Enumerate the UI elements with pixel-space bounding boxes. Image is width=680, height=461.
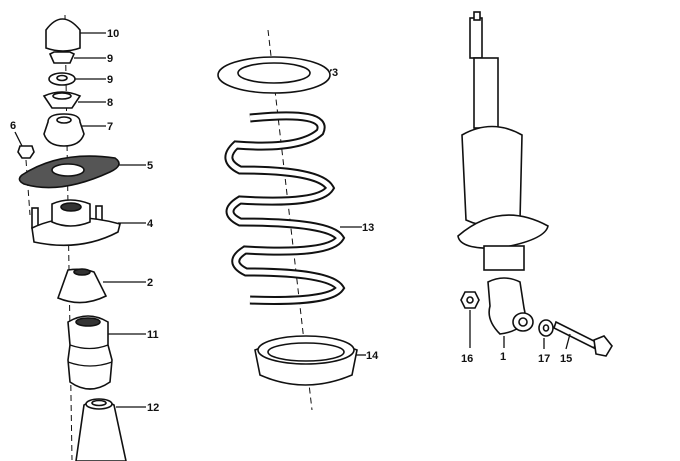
label-7: 7 (107, 121, 113, 133)
left-stack: 10 9 9 8 7 6 (10, 14, 159, 461)
label-13: 13 (362, 222, 374, 234)
part-bolt-15: 15 (553, 320, 613, 365)
label-10: 10 (107, 28, 119, 40)
part-cap: 10 (45, 18, 119, 52)
part-coil-spring: 13 (224, 111, 374, 305)
part-strut-mount: 4 (31, 199, 154, 247)
label-1: 1 (500, 351, 506, 363)
label-15: 15 (560, 353, 572, 365)
label-17: 17 (538, 353, 550, 365)
part-mount-nut: 6 (10, 120, 35, 216)
label-8: 8 (107, 97, 113, 109)
middle-stack: 3 13 14 (217, 29, 379, 411)
part-washer-cup: 8 (42, 91, 113, 109)
part-rubber-bushing: 7 (43, 113, 113, 147)
label-5: 5 (147, 160, 153, 172)
shock-absorber-group: 1 16 17 15 (457, 11, 613, 365)
label-11: 11 (147, 329, 159, 341)
label-12: 12 (147, 402, 159, 414)
part-bump-cup: 2 (56, 268, 153, 304)
part-lower-seat: 14 (254, 335, 379, 386)
part-nut-upper: 9 (48, 51, 113, 65)
label-9b: 9 (107, 74, 113, 86)
part-gasket: 5 (18, 155, 153, 189)
part-upper-seat: 3 (217, 56, 338, 94)
label-16: 16 (461, 353, 473, 365)
label-4: 4 (147, 218, 154, 230)
label-9a: 9 (107, 53, 113, 65)
part-bump-stop: 11 (67, 315, 159, 390)
part-nut-lower: 9 (48, 72, 113, 86)
label-2: 2 (147, 277, 153, 289)
part-washer-17: 17 (538, 319, 554, 365)
part-dust-boot: 12 (75, 398, 159, 461)
label-6: 6 (10, 120, 16, 132)
part-nut-16: 16 (460, 291, 480, 365)
label-14: 14 (366, 350, 379, 362)
label-3: 3 (332, 67, 338, 79)
